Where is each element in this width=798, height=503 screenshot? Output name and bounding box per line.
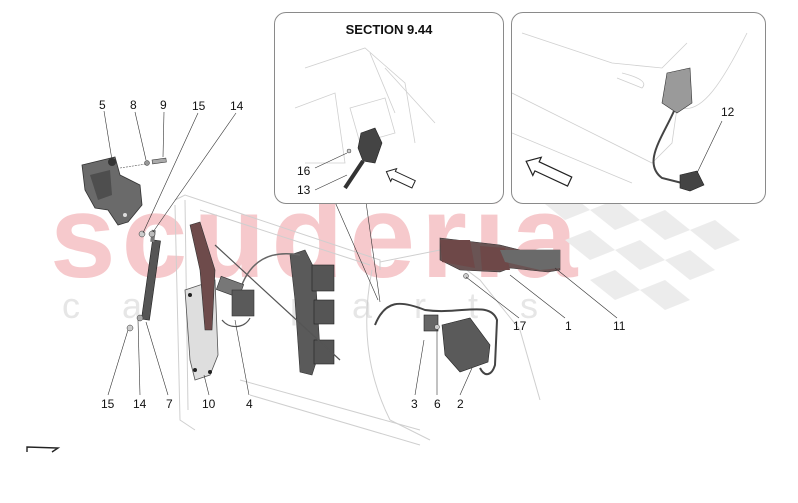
- callout-5: 5: [99, 98, 106, 112]
- callout-9: 9: [160, 98, 167, 112]
- callout-17: 17: [513, 319, 527, 333]
- part-8-9-bolt: [119, 157, 167, 169]
- callout-14: 14: [133, 397, 147, 411]
- view-direction-arrow: [385, 167, 416, 189]
- section-drawing: [294, 47, 436, 191]
- view-direction-arrow: [525, 156, 573, 187]
- part-4-motor: [215, 275, 255, 328]
- callout-10: 10: [202, 397, 216, 411]
- window-regulator-rail: [189, 221, 341, 376]
- callout-16: 16: [297, 164, 311, 178]
- section-inset: SECTION 9.44 16 13: [274, 12, 504, 204]
- part-7-gas-strut: [126, 229, 161, 332]
- door-latch-assembly: [652, 67, 693, 184]
- part-5-bracket: [81, 156, 143, 226]
- leader-lines: [103, 110, 618, 396]
- callout-7: 7: [166, 397, 173, 411]
- part-2-lock-actuator: [374, 302, 499, 376]
- part-13-key-cylinder: [343, 127, 383, 190]
- callout-4: 4: [246, 397, 253, 411]
- detail-inset: 12: [511, 12, 766, 204]
- checker-flag-watermark: [540, 190, 740, 310]
- callout-15: 15: [101, 397, 115, 411]
- section-title: SECTION 9.44: [345, 22, 433, 37]
- detail-drawing: [512, 32, 748, 192]
- view-marker-icon: [26, 446, 61, 453]
- callout-13: 13: [297, 183, 311, 197]
- door-frame-outline: [174, 194, 541, 446]
- callout-11: 11: [613, 319, 626, 333]
- part-1-11-lock-assembly: [439, 237, 561, 279]
- callout-8: 8: [130, 98, 137, 112]
- callout-6: 6: [434, 397, 441, 411]
- callout-12: 12: [721, 105, 735, 119]
- callout-3: 3: [411, 397, 418, 411]
- callout-2: 2: [457, 397, 464, 411]
- callout-14: 14: [230, 99, 244, 113]
- callout-1: 1: [565, 319, 572, 333]
- callout-15: 15: [192, 99, 206, 113]
- part-12-release-switch: [679, 170, 705, 192]
